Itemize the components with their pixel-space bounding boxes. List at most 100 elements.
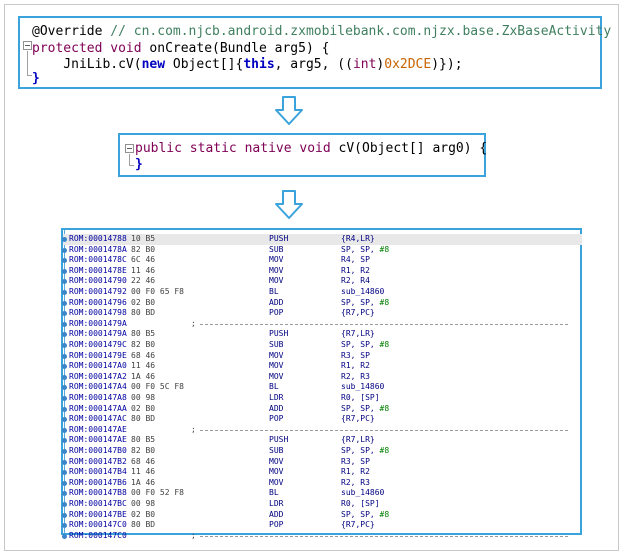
asm-operands: SP, SP, #8 bbox=[341, 298, 389, 309]
breakpoint-dot-icon[interactable] bbox=[62, 237, 67, 242]
asm-opcode-bytes: 11 46 bbox=[131, 467, 156, 477]
breakpoint-dot-icon[interactable] bbox=[62, 311, 67, 317]
asm-separator-row[interactable]: ROM:000147AE; bbox=[62, 425, 582, 436]
keyword-int: int bbox=[352, 57, 377, 72]
breakpoint-dot-icon[interactable] bbox=[62, 512, 67, 518]
asm-operands: {R7,LR} bbox=[341, 329, 375, 340]
fold-toggle-icon[interactable] bbox=[125, 144, 134, 153]
asm-opcode-bytes: 82 B0 bbox=[131, 244, 156, 254]
breakpoint-dot-icon[interactable] bbox=[62, 279, 67, 285]
asm-address: ROM:000147A2 bbox=[69, 371, 127, 381]
breakpoint-dot-icon[interactable] bbox=[62, 449, 67, 454]
asm-operand-text: SP, SP, bbox=[341, 340, 380, 349]
keyword-void: void bbox=[110, 41, 142, 56]
breakpoint-dot-icon[interactable] bbox=[62, 353, 67, 359]
breakpoint-dot-icon[interactable] bbox=[62, 300, 67, 306]
breakpoint-dot-icon[interactable] bbox=[62, 343, 67, 348]
breakpoint-dot-icon[interactable] bbox=[62, 427, 67, 433]
asm-mnemonic: ADD bbox=[269, 403, 284, 413]
fold-rail bbox=[129, 154, 130, 164]
asm-operand-text: SP, SP, bbox=[341, 446, 380, 455]
asm-mnemonic: MOV bbox=[269, 477, 284, 487]
asm-opcode-bytes: 82 B0 bbox=[131, 340, 156, 349]
breakpoint-dot-icon[interactable] bbox=[62, 321, 67, 327]
breakpoint-dot-icon[interactable] bbox=[62, 374, 67, 380]
asm-operand-text: sub_14860 bbox=[341, 488, 385, 498]
asm-operands: sub_14860 bbox=[341, 488, 384, 499]
breakpoint-dot-icon[interactable] bbox=[62, 385, 67, 391]
asm-operands: sub_14860 bbox=[341, 382, 384, 393]
asm-operand-text: R1, R2 bbox=[341, 467, 370, 477]
asm-address: ROM:000147AC bbox=[69, 414, 127, 424]
asm-separator-mark: ; bbox=[191, 318, 196, 328]
asm-opcode-bytes: 80 BD bbox=[131, 414, 156, 424]
breakpoint-dot-icon[interactable] bbox=[62, 290, 67, 295]
asm-opcode-bytes: 80 BD bbox=[131, 520, 156, 530]
breakpoint-dot-icon[interactable] bbox=[62, 523, 67, 529]
breakpoint-dot-icon[interactable] bbox=[62, 533, 67, 539]
call-tail: )}); bbox=[431, 57, 463, 72]
breakpoint-dot-icon[interactable] bbox=[62, 406, 67, 412]
asm-separator-row[interactable]: ROM:000147C0; bbox=[62, 531, 582, 542]
asm-immediate: #8 bbox=[379, 403, 390, 413]
asm-immediate: #8 bbox=[379, 509, 390, 519]
asm-mnemonic: LDR bbox=[269, 499, 284, 508]
asm-mnemonic: BL bbox=[269, 287, 279, 296]
breakpoint-dot-icon[interactable] bbox=[62, 417, 67, 423]
asm-mnemonic: ADD bbox=[269, 297, 284, 307]
fold-end-icon bbox=[129, 160, 134, 166]
breakpoint-dot-icon[interactable] bbox=[62, 438, 67, 444]
keyword-protected: protected bbox=[32, 41, 103, 56]
asm-operand-text: SP, SP, bbox=[341, 297, 380, 307]
breakpoint-dot-icon[interactable] bbox=[62, 502, 67, 507]
asm-operands: R2, R3 bbox=[341, 372, 370, 383]
breakpoint-dot-icon[interactable] bbox=[62, 459, 67, 465]
asm-address: ROM:000147C0 bbox=[69, 520, 127, 530]
asm-separator-row[interactable]: ROM:0001479A; bbox=[62, 318, 582, 330]
asm-opcode-bytes: 1A 46 bbox=[131, 477, 156, 487]
breakpoint-dot-icon[interactable] bbox=[62, 470, 67, 476]
asm-address: ROM:000147AA bbox=[69, 403, 127, 413]
breakpoint-dot-icon[interactable] bbox=[62, 247, 67, 253]
asm-mnemonic: MOV bbox=[269, 361, 284, 371]
breakpoint-dot-icon[interactable] bbox=[62, 268, 67, 274]
breakpoint-dot-icon[interactable] bbox=[62, 396, 67, 401]
asm-address: ROM:0001478C bbox=[69, 255, 127, 265]
fold-toggle-icon[interactable] bbox=[23, 41, 32, 50]
asm-operand-text: R1, R2 bbox=[341, 361, 370, 371]
breakpoint-dot-icon[interactable] bbox=[62, 258, 67, 264]
breakpoint-dot-icon[interactable] bbox=[62, 480, 67, 486]
asm-operand-text: SP, SP, bbox=[341, 403, 380, 413]
asm-mnemonic: PUSH bbox=[269, 435, 289, 445]
asm-address: ROM:000147A8 bbox=[69, 393, 127, 402]
breakpoint-dot-icon[interactable] bbox=[62, 332, 67, 338]
breakpoint-dot-icon[interactable] bbox=[62, 364, 67, 370]
breakpoint-dot-icon[interactable] bbox=[62, 491, 67, 497]
